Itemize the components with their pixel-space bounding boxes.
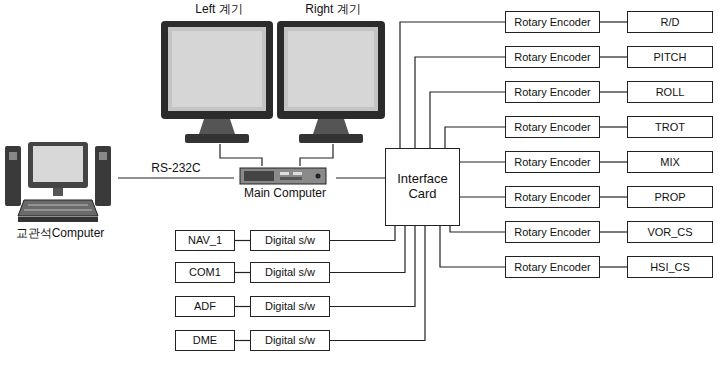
control-box: R/D (627, 11, 713, 33)
box-label: Rotary Encoder (514, 121, 590, 134)
device-label: Main Computer (234, 186, 336, 200)
source-box: COM1 (175, 262, 235, 283)
connector (430, 92, 505, 148)
connector (440, 226, 505, 267)
instructor-computer: 교관석Computer (2, 140, 118, 240)
monitor-display: Left 계기 (160, 2, 278, 144)
connector (600, 56, 627, 57)
device-label: 교관석Computer (2, 226, 118, 240)
switch-box: Digital s/w (250, 230, 330, 251)
interface-card: Interface Card (385, 148, 460, 226)
source-box: ADF (175, 296, 235, 317)
connector (336, 177, 385, 178)
box-label: Rotary Encoder (514, 156, 590, 169)
connector (445, 127, 505, 148)
box-label: Digital s/w (265, 334, 315, 347)
monitor-figure (160, 20, 274, 144)
connector (600, 126, 627, 127)
connector (300, 144, 333, 166)
encoder-box: Rotary Encoder (505, 11, 600, 33)
connector (460, 161, 505, 162)
connector (600, 161, 627, 162)
connector (235, 240, 250, 241)
encoder-box: Rotary Encoder (505, 151, 600, 173)
device-label: Left 계기 (160, 2, 278, 16)
box-label: Rotary Encoder (514, 51, 590, 64)
control-box: TROT (627, 116, 713, 138)
box-label: Rotary Encoder (514, 261, 590, 274)
box-label: DME (193, 334, 217, 347)
control-box: PITCH (627, 46, 713, 68)
box-label: Interface Card (390, 172, 455, 202)
connector (415, 57, 505, 148)
monitor-figure (276, 20, 386, 144)
encoder-box: Rotary Encoder (505, 46, 600, 68)
box-label: Rotary Encoder (514, 16, 590, 29)
connector (600, 231, 627, 232)
encoder-box: Rotary Encoder (505, 116, 600, 138)
computer-figure (234, 166, 332, 186)
connector (330, 226, 425, 341)
switch-box: Digital s/w (250, 262, 330, 283)
connector (235, 340, 250, 341)
connector (450, 226, 505, 232)
connector (400, 22, 505, 148)
source-box: NAV_1 (175, 230, 235, 251)
connector (600, 196, 627, 197)
connector (600, 266, 627, 267)
connector (330, 226, 405, 273)
box-label: Digital s/w (265, 234, 315, 247)
box-label: Rotary Encoder (514, 86, 590, 99)
connector (330, 226, 395, 241)
box-label: R/D (661, 16, 680, 29)
device-label: Right 계기 (276, 2, 390, 16)
box-label: Rotary Encoder (514, 226, 590, 239)
main-computer: Main Computer (234, 166, 336, 200)
encoder-box: Rotary Encoder (505, 256, 600, 278)
control-box: ROLL (627, 81, 713, 103)
connector (600, 21, 627, 22)
box-label: Digital s/w (265, 300, 315, 313)
connector (235, 272, 250, 273)
connector (460, 196, 505, 197)
switch-box: Digital s/w (250, 296, 330, 317)
connector (600, 91, 627, 92)
computer-figure (2, 140, 114, 224)
box-label: PITCH (654, 51, 687, 64)
box-label: NAV_1 (188, 234, 222, 247)
box-label: HSI_CS (650, 261, 690, 274)
control-box: HSI_CS (627, 256, 713, 278)
monitor-display: Right 계기 (276, 2, 390, 144)
box-label: ADF (194, 300, 216, 313)
box-label: Digital s/w (265, 266, 315, 279)
encoder-box: Rotary Encoder (505, 221, 600, 243)
box-label: Rotary Encoder (514, 191, 590, 204)
box-label: VOR_CS (647, 226, 692, 239)
connector (330, 226, 415, 307)
source-box: DME (175, 330, 235, 351)
signal-label: RS-232C (149, 161, 202, 175)
box-label: PROP (654, 191, 685, 204)
box-label: ROLL (656, 86, 685, 99)
connector (235, 306, 250, 307)
encoder-box: Rotary Encoder (505, 186, 600, 208)
box-label: TROT (655, 121, 685, 134)
control-box: MIX (627, 151, 713, 173)
connector (118, 177, 234, 178)
control-box: PROP (627, 186, 713, 208)
box-label: MIX (660, 156, 680, 169)
control-box: VOR_CS (627, 221, 713, 243)
connector (220, 144, 262, 166)
box-label: COM1 (189, 266, 221, 279)
encoder-box: Rotary Encoder (505, 81, 600, 103)
switch-box: Digital s/w (250, 330, 330, 351)
